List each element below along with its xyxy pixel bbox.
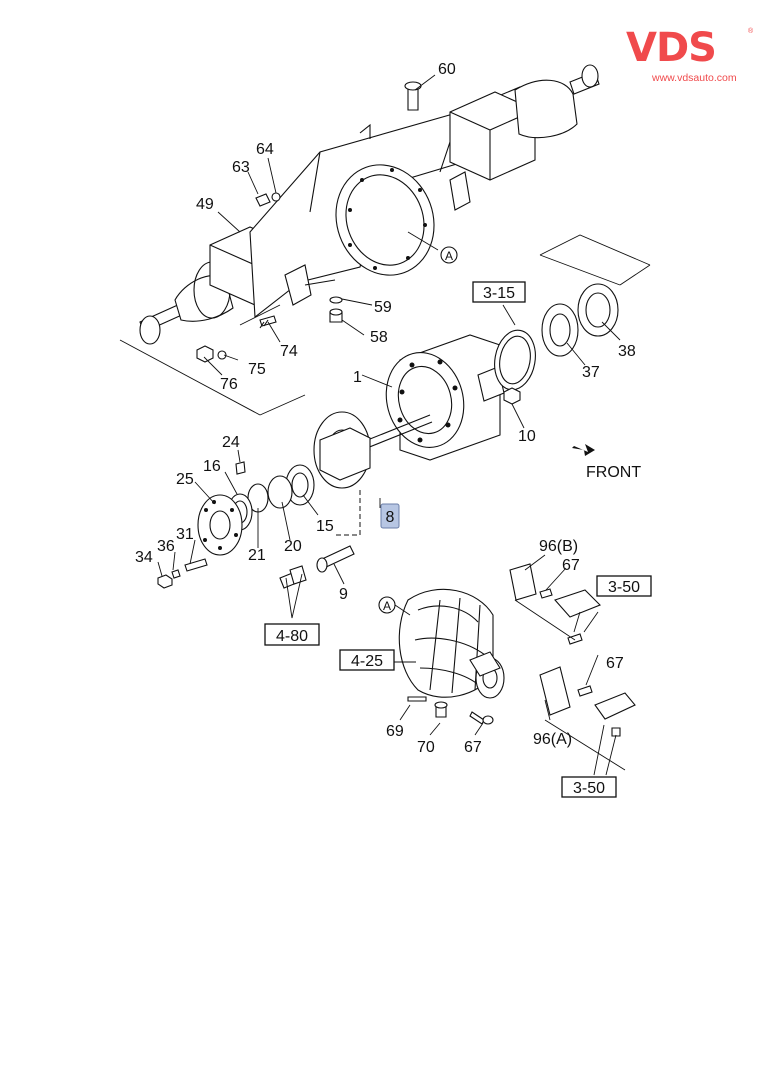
hub-parts — [157, 411, 371, 589]
section-ref-4-25[interactable]: 4-25 — [339, 649, 395, 671]
bearing-seals — [494, 283, 619, 405]
callout-9: 9 — [339, 586, 348, 603]
circle-marker-a-upper: A — [440, 246, 458, 264]
section-ref-label: 4-25 — [351, 653, 383, 670]
callout-25: 25 — [176, 471, 194, 488]
circle-marker-a-label: A — [445, 249, 453, 263]
callout-49: 49 — [196, 196, 214, 213]
callout-15: 15 — [316, 518, 334, 535]
logo-wordmark: VDS — [626, 25, 717, 71]
part-8-label: 8 — [386, 509, 395, 526]
leader-lines-middle — [157, 304, 621, 619]
callout-69: 69 — [386, 723, 404, 740]
axle-housing — [139, 64, 600, 345]
lower-bolts — [399, 696, 494, 736]
section-ref-3-15[interactable]: 3-15 — [472, 281, 526, 303]
callout-67-lower: 67 — [464, 739, 482, 756]
section-ref-label: 4-80 — [276, 628, 308, 645]
callout-59: 59 — [374, 299, 392, 316]
callout-67-upper: 67 — [562, 557, 580, 574]
section-ref-label: 3-15 — [483, 285, 515, 302]
section-ref-label: 3-50 — [573, 780, 605, 797]
callout-70: 70 — [417, 739, 435, 756]
callout-16: 16 — [203, 458, 221, 475]
callout-60: 60 — [438, 61, 456, 78]
callout-96a: 96(A) — [533, 731, 572, 748]
callout-64: 64 — [256, 141, 274, 158]
circle-marker-a-lower: A — [378, 596, 396, 614]
highlighted-part-8[interactable]: 8 — [380, 503, 400, 529]
brackets — [509, 554, 636, 776]
callout-75: 75 — [248, 361, 266, 378]
callout-37: 37 — [582, 364, 600, 381]
callout-34: 34 — [135, 549, 153, 566]
logo-url: www.vdsauto.com — [652, 72, 737, 84]
callout-58: 58 — [370, 329, 388, 346]
circle-marker-a-label: A — [383, 599, 391, 613]
callout-20: 20 — [284, 538, 302, 555]
callout-96b: 96(B) — [539, 538, 578, 555]
callout-1: 1 — [353, 369, 362, 386]
callout-24: 24 — [222, 434, 240, 451]
callout-10: 10 — [518, 428, 536, 445]
callout-63: 63 — [232, 159, 250, 176]
callout-21: 21 — [248, 547, 266, 564]
differential-assembly — [392, 588, 505, 699]
callout-38: 38 — [618, 343, 636, 360]
front-label: FRONT — [586, 464, 641, 481]
section-ref-3-50-lower[interactable]: 3-50 — [561, 776, 617, 798]
leader-lines-upper — [203, 74, 439, 376]
section-ref-label: 3-50 — [608, 579, 640, 596]
section-ref-4-80[interactable]: 4-80 — [264, 623, 320, 646]
section-ref-3-50-upper[interactable]: 3-50 — [596, 575, 652, 597]
housing-hardware — [196, 81, 422, 363]
front-arrow-icon — [572, 444, 595, 456]
vds-logo: VDS ® www.vdsauto.com — [626, 26, 758, 88]
registered-mark: ® — [748, 28, 754, 35]
callout-31: 31 — [176, 526, 194, 543]
callout-74: 74 — [280, 343, 298, 360]
callout-36: 36 — [157, 538, 175, 555]
callout-67-right: 67 — [606, 655, 624, 672]
callout-76: 76 — [220, 376, 238, 393]
